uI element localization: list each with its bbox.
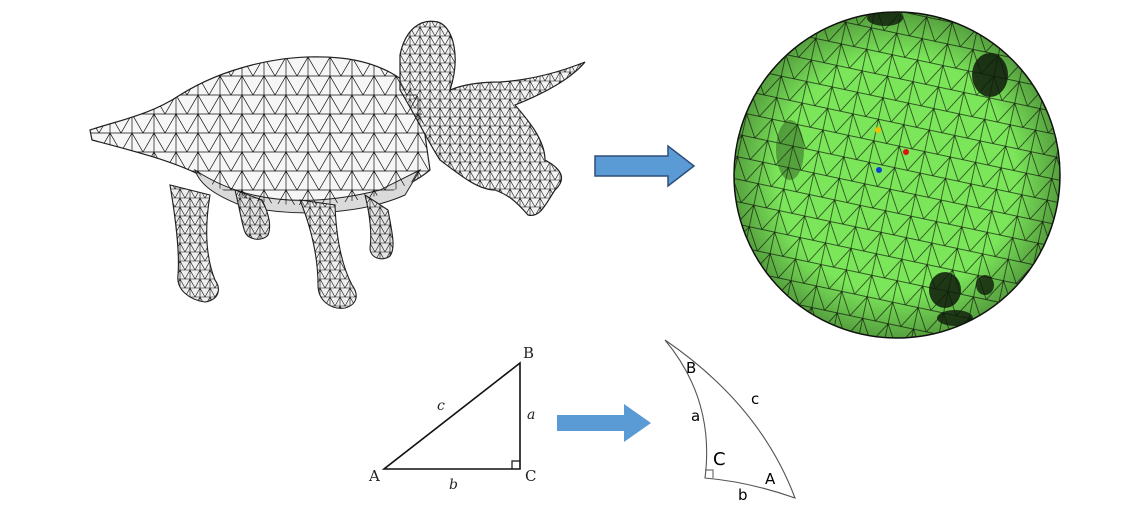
planar-side-a: a <box>527 407 535 423</box>
yellow-vertex-marker <box>875 127 881 133</box>
planar-vertex-c: C <box>525 467 536 485</box>
planar-triangle: A B C a b c <box>368 344 536 493</box>
spherical-side-a: a <box>691 407 700 425</box>
spherical-vertex-b: B <box>686 359 696 377</box>
planar-vertex-b: B <box>523 344 534 362</box>
right-angle-marker <box>705 469 714 478</box>
sphere-mesh <box>733 11 1061 339</box>
right-arrow-icon <box>594 144 696 188</box>
planar-vertex-a: A <box>368 467 380 485</box>
red-vertex-marker <box>903 149 909 155</box>
triceratops-mesh <box>89 20 586 309</box>
spherical-triangle: B a c C A b <box>664 339 796 504</box>
spherical-vertex-a: A <box>765 470 776 488</box>
blue-vertex-marker <box>876 167 882 173</box>
spherical-side-c: c <box>751 390 759 408</box>
planar-side-b: b <box>449 477 458 493</box>
triceratops-body <box>89 20 586 309</box>
spherical-vertex-c: C <box>713 449 726 470</box>
planar-side-c: c <box>437 398 445 414</box>
right-angle-marker <box>511 460 520 469</box>
right-arrow-icon <box>557 404 651 442</box>
spherical-side-b: b <box>738 486 748 504</box>
